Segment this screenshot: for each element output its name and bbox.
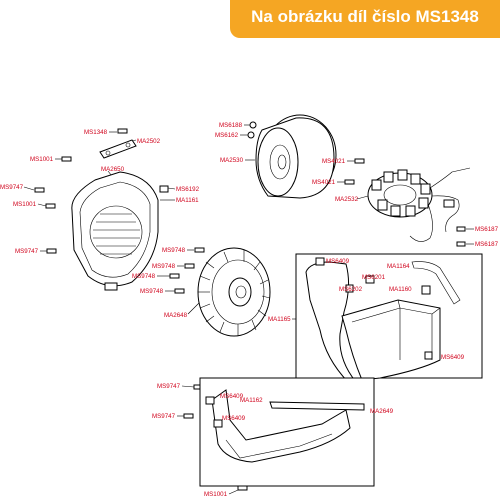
part-label: MS6162 [215,132,239,139]
lower-cover-inset [199,377,375,487]
part-label: MS6409 [220,393,244,400]
part-label: MS1001 [30,156,54,163]
stator [367,167,471,242]
part-label: MA2648 [164,312,188,319]
part-label: MA1165 [268,316,291,323]
part-label: MS6187 [475,226,499,233]
part-label: MS9747 [15,248,39,255]
part-label: MS9748 [152,263,176,270]
shroud-inset-box [295,253,483,385]
part-label: MS6192 [176,186,200,193]
part-label: MA2532 [335,196,359,203]
screws [34,128,466,491]
part-label: MA2649 [370,408,394,415]
part-label: MS6201 [362,274,386,281]
part-label: MA2530 [220,157,244,164]
part-label: MA1162 [240,397,263,404]
part-label: MA1164 [387,263,410,270]
part-label: MS9747 [152,413,176,420]
flywheel-rotor [247,114,337,199]
part-label: MA2502 [137,138,161,145]
part-label: MS4021 [322,158,346,165]
part-label: MS9748 [162,247,186,254]
part-labels: MS1348 MA2502 MS1001 MA2650 MS9747 MS619… [0,122,499,498]
part-label: MS6188 [219,122,243,129]
part-label: MS1001 [204,491,228,498]
part-label: MS9747 [157,383,181,390]
banner-title: Na obrázku díl číslo MS1348 [251,7,479,26]
part-label: MS4021 [312,179,336,186]
part-label: MS6409 [441,354,465,361]
fan-cover-housing [71,171,159,291]
part-label: MS6202 [339,286,363,293]
cooling-fan [197,247,271,337]
part-label: MS6409 [326,258,350,265]
part-label: MA1161 [176,197,199,204]
part-label: MS6409 [222,415,246,422]
part-label: MS9748 [132,273,156,280]
part-label: MS9748 [140,288,164,295]
part-label: MA2650 [101,166,125,173]
title-banner: Na obrázku díl číslo MS1348 [230,0,500,38]
part-label: MS1001 [13,201,37,208]
part-label: MA1160 [389,286,412,293]
part-drawings [34,114,483,491]
part-label: MS9747 [0,184,24,191]
part-label: MS6187 [475,241,499,248]
bracket-part [99,139,137,159]
part-label: MS1348 [84,129,108,136]
